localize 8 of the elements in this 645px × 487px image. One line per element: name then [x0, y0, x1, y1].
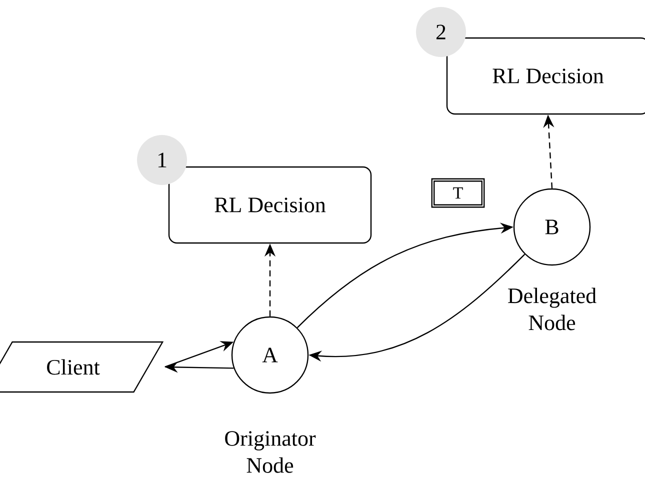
client-parallelogram: Client: [0, 341, 164, 393]
number-badge: 2: [416, 7, 466, 57]
decision-box: RL Decision: [446, 37, 645, 115]
node-caption: Originator Node: [225, 431, 316, 473]
decision-box: RL Decision: [168, 166, 372, 244]
token-box: T: [431, 178, 485, 208]
number-badge: 1: [137, 135, 187, 185]
node-caption: Delegated Node: [508, 288, 596, 330]
